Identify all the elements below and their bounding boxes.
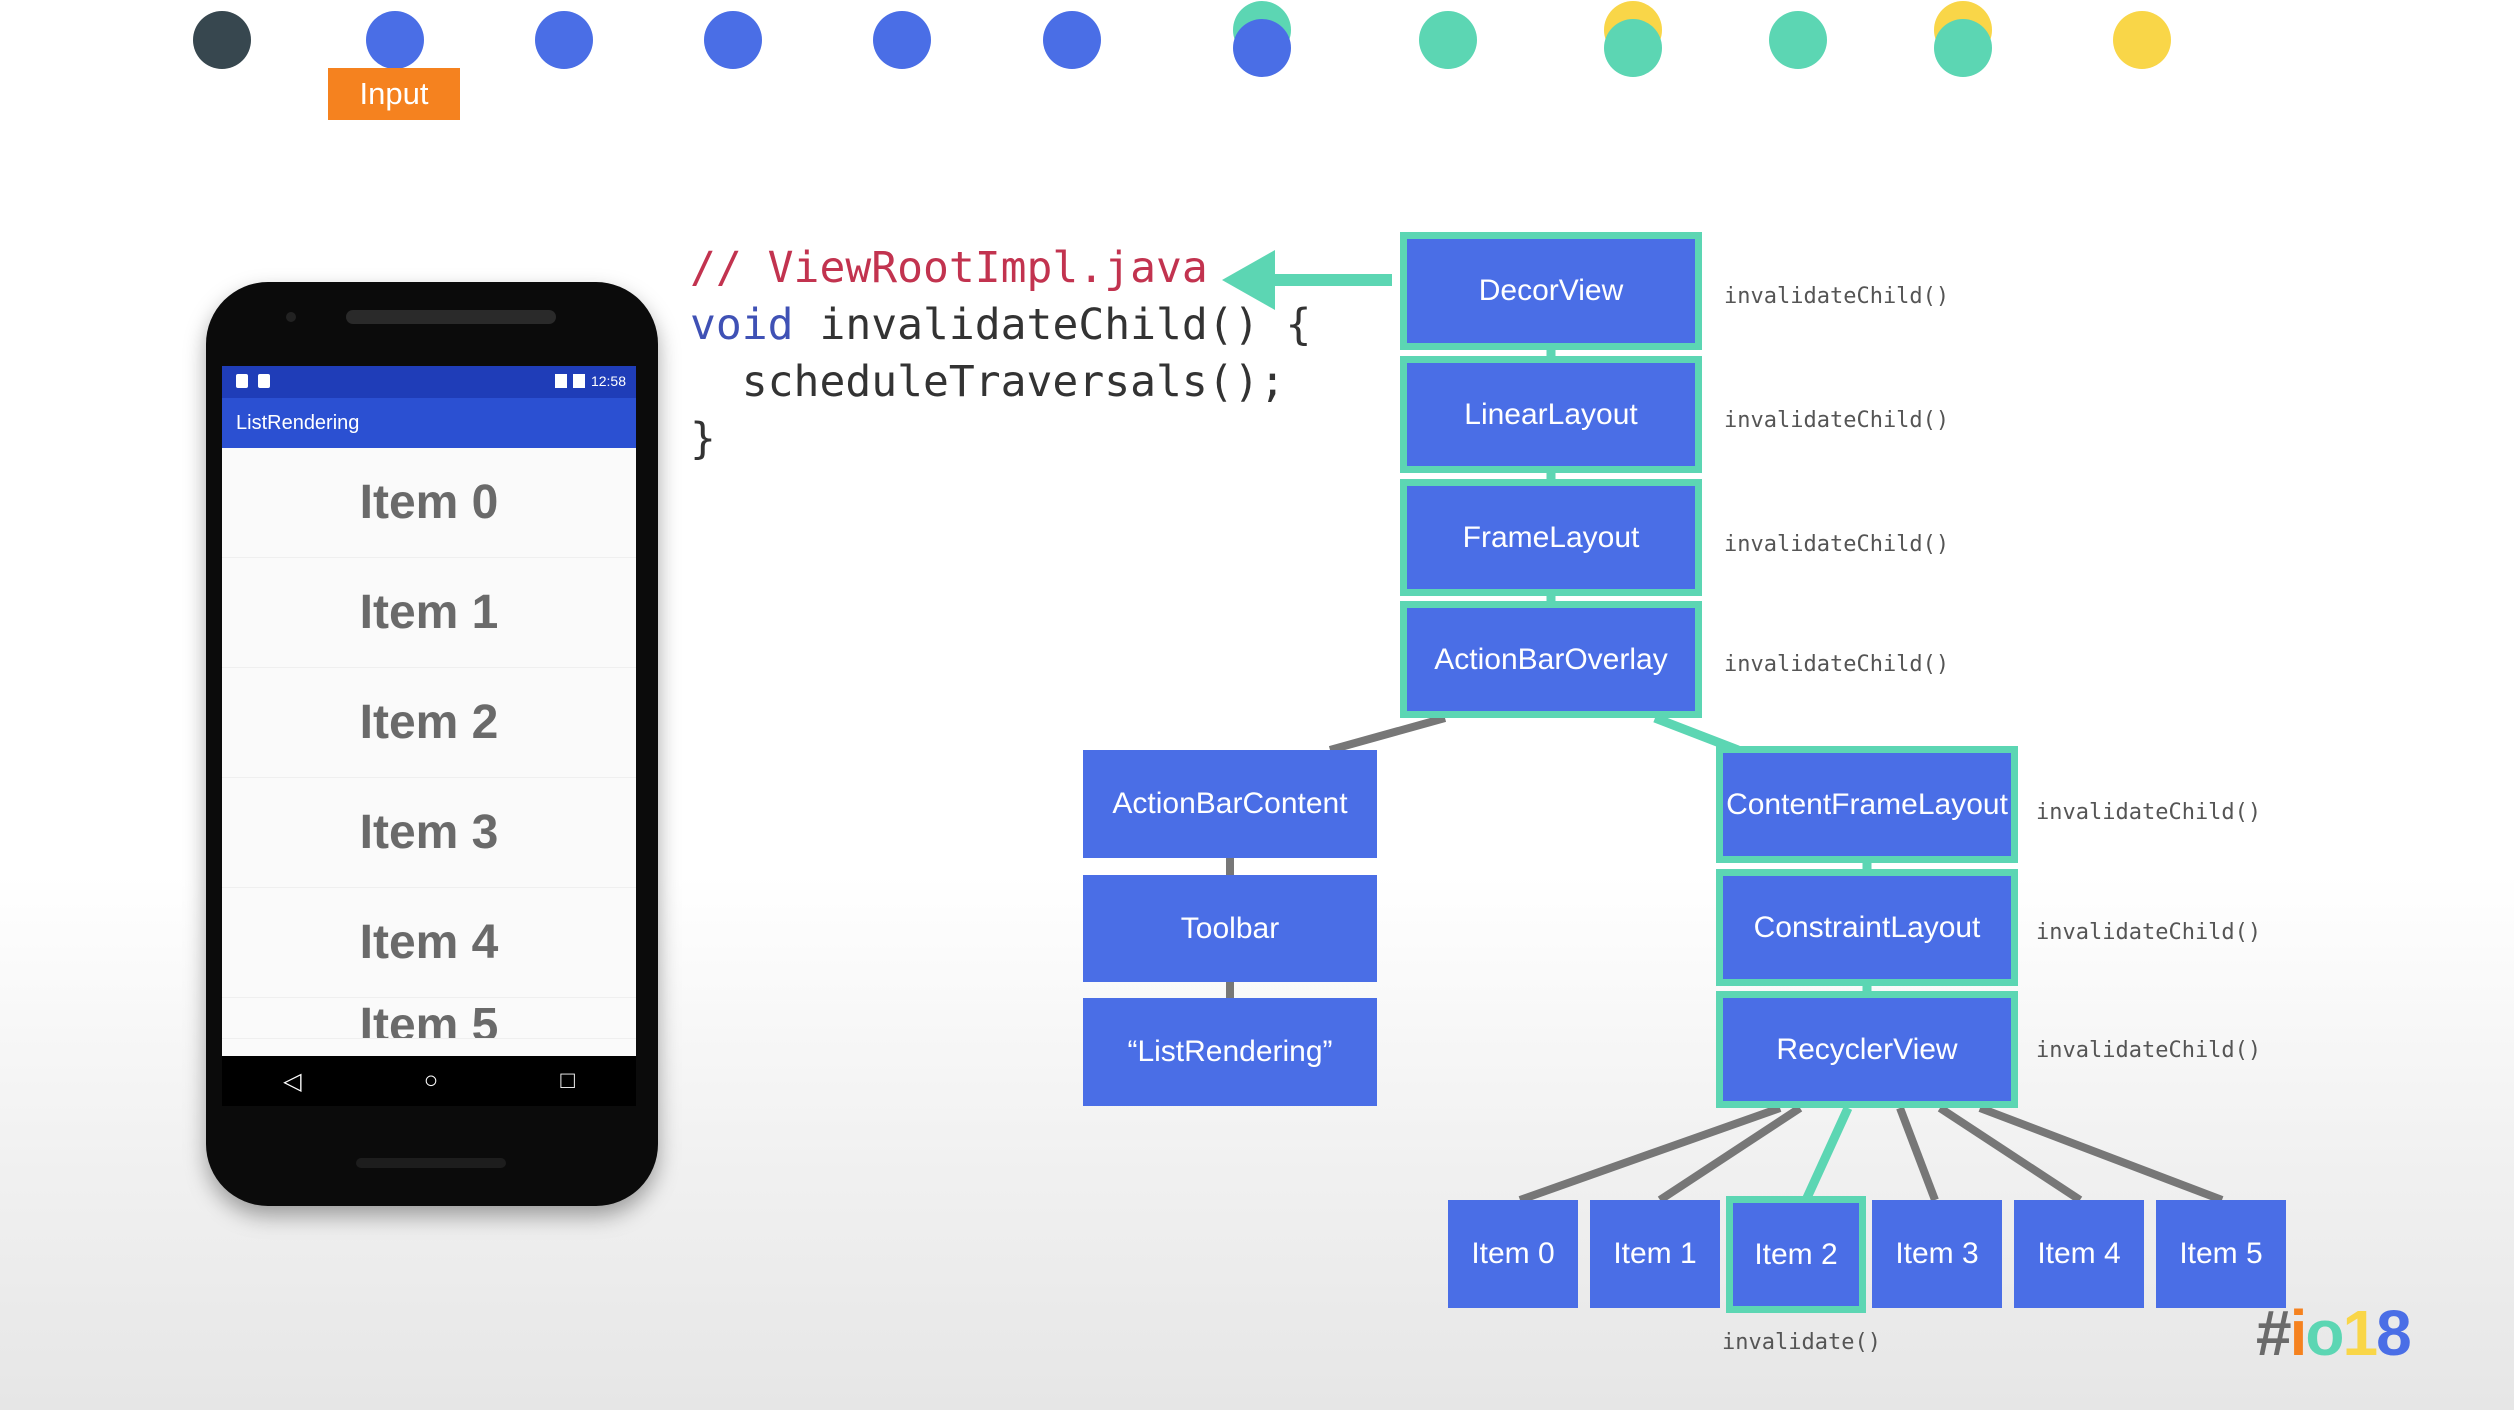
phone-screen: 12:58 ListRendering Item 0 Item 1 Item 2… xyxy=(222,366,636,1056)
timeline-dot xyxy=(1419,11,1477,69)
node-item: Item 0 xyxy=(1448,1200,1578,1308)
node-list-rendering-label: “ListRendering” xyxy=(1083,998,1377,1106)
annotation-invalidate-child: invalidateChild() xyxy=(1724,532,1950,557)
node-action-bar-content: ActionBarContent xyxy=(1083,750,1377,858)
timeline-dot xyxy=(873,11,931,69)
home-icon[interactable]: ○ xyxy=(423,1067,439,1094)
timeline-dot xyxy=(1043,11,1101,69)
item-list: Item 0 Item 1 Item 2 Item 3 Item 4 Item … xyxy=(222,448,636,1039)
timeline-dot xyxy=(1769,11,1827,69)
annotation-invalidate: invalidate() xyxy=(1722,1330,1881,1355)
list-item[interactable]: Item 5 xyxy=(222,998,636,1039)
signal-icon xyxy=(554,374,567,388)
annotation-invalidate-child: invalidateChild() xyxy=(2036,920,2262,945)
camera xyxy=(286,312,296,322)
node-item: Item 4 xyxy=(2014,1200,2144,1308)
code-keyword: void xyxy=(690,300,794,350)
status-time: 12:58 xyxy=(590,373,626,389)
nav-bar: ◁ ○ □ xyxy=(222,1056,636,1106)
app-title: ListRendering xyxy=(222,398,636,448)
code-body: scheduleTraversals(); xyxy=(690,357,1286,407)
node-recycler-view: RecyclerView xyxy=(1716,991,2018,1108)
code-signature: invalidateChild() { xyxy=(793,300,1312,350)
code-snippet: // ViewRootImpl.java void invalidateChil… xyxy=(690,240,1311,468)
input-badge: Input xyxy=(328,68,460,120)
status-bar: 12:58 xyxy=(222,366,636,398)
timeline-dot xyxy=(1233,19,1291,77)
node-decor-view: DecorView xyxy=(1400,232,1702,350)
timeline-dot xyxy=(193,11,251,69)
list-item[interactable]: Item 4 xyxy=(222,888,636,998)
speaker xyxy=(356,1158,506,1168)
list-item[interactable]: Item 0 xyxy=(222,448,636,558)
list-item[interactable]: Item 3 xyxy=(222,778,636,888)
annotation-invalidate-child: invalidateChild() xyxy=(2036,800,2262,825)
annotation-invalidate-child: invalidateChild() xyxy=(1724,652,1950,677)
node-content-frame-layout: ContentFrameLayout xyxy=(1716,746,2018,863)
node-item-highlighted: Item 2 xyxy=(1726,1196,1866,1313)
logo-o: o xyxy=(2305,1297,2344,1369)
io18-logo: #io18 xyxy=(2256,1296,2412,1370)
logo-8: 8 xyxy=(2376,1297,2412,1369)
timeline-dot xyxy=(704,11,762,69)
code-close: } xyxy=(690,414,716,464)
node-toolbar: Toolbar xyxy=(1083,875,1377,982)
annotation-invalidate-child: invalidateChild() xyxy=(1724,284,1950,309)
timeline-dot xyxy=(1934,19,1992,77)
node-linear-layout: LinearLayout xyxy=(1400,356,1702,473)
timeline-dot xyxy=(2113,11,2171,69)
logo-hash: # xyxy=(2256,1297,2292,1369)
battery-icon xyxy=(572,374,585,388)
phone-mockup: 12:58 ListRendering Item 0 Item 1 Item 2… xyxy=(206,282,658,1206)
recents-icon[interactable]: □ xyxy=(560,1067,575,1094)
list-item[interactable]: Item 2 xyxy=(222,668,636,778)
list-item[interactable]: Item 1 xyxy=(222,558,636,668)
node-item: Item 5 xyxy=(2156,1200,2286,1308)
notification-icon xyxy=(236,374,248,388)
timeline-dot xyxy=(1604,19,1662,77)
node-item: Item 3 xyxy=(1872,1200,2002,1308)
timeline-dot xyxy=(535,11,593,69)
node-item: Item 1 xyxy=(1590,1200,1720,1308)
code-comment: // ViewRootImpl.java xyxy=(690,243,1208,293)
notification-icon xyxy=(258,374,270,388)
back-icon[interactable]: ◁ xyxy=(283,1067,302,1095)
node-action-bar-overlay: ActionBarOverlay xyxy=(1400,601,1702,718)
logo-1: 1 xyxy=(2342,1297,2378,1369)
timeline-dot xyxy=(366,11,424,69)
node-constraint-layout: ConstraintLayout xyxy=(1716,869,2018,986)
node-frame-layout: FrameLayout xyxy=(1400,479,1702,596)
annotation-invalidate-child: invalidateChild() xyxy=(1724,408,1950,433)
annotation-invalidate-child: invalidateChild() xyxy=(2036,1038,2262,1063)
logo-i: i xyxy=(2289,1297,2308,1369)
speaker xyxy=(346,310,556,324)
